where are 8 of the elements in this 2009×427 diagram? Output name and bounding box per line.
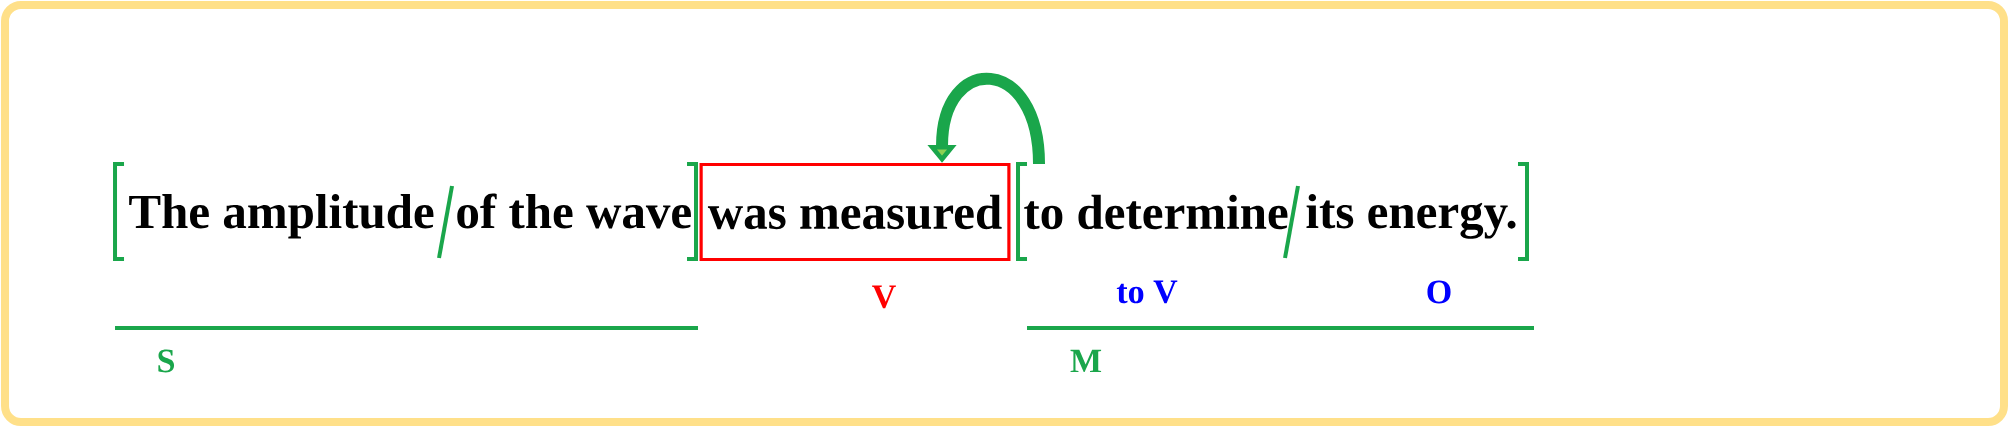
role-label: S	[158, 349, 175, 373]
role-label: to V	[1116, 280, 1178, 304]
role-label: M	[1070, 349, 1102, 373]
role-label: O	[1427, 280, 1451, 304]
sentence-text: its energy.	[1306, 194, 1516, 239]
verb-box: was measured	[699, 162, 1011, 262]
phrase-text: to determine	[1024, 194, 1288, 230]
sentence-text: The amplitude	[129, 194, 434, 239]
